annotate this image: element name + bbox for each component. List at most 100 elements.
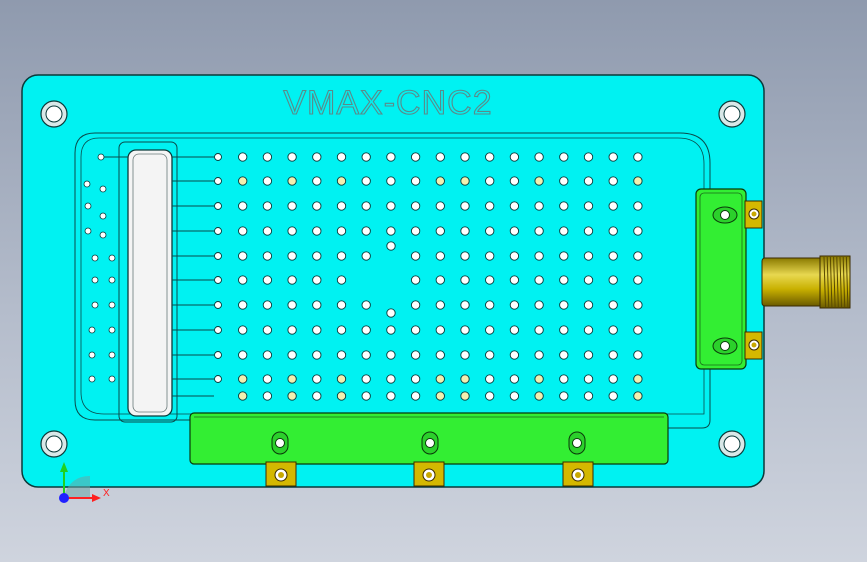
vacuum-hole xyxy=(460,201,470,211)
vacuum-hole xyxy=(287,374,297,384)
vacuum-hole xyxy=(460,176,470,186)
brass-fitting-icon[interactable] xyxy=(562,461,594,487)
vacuum-hole xyxy=(361,226,371,236)
vacuum-hole xyxy=(361,374,371,384)
threaded-connector-icon[interactable] xyxy=(761,255,851,309)
vacuum-hole xyxy=(559,226,569,236)
vacuum-hole xyxy=(214,153,222,161)
vacuum-hole xyxy=(509,374,520,384)
vacuum-hole xyxy=(312,325,322,335)
manifold-block xyxy=(118,141,178,423)
vacuum-hole xyxy=(608,391,618,401)
thread-line xyxy=(845,256,849,308)
vacuum-hole xyxy=(262,226,273,236)
vacuum-hole xyxy=(633,275,643,285)
edge-hole xyxy=(88,326,96,334)
vacuum-hole xyxy=(361,350,371,360)
vacuum-hole xyxy=(287,391,297,401)
vacuum-hole xyxy=(559,300,569,310)
vacuum-hole xyxy=(559,391,569,401)
vacuum-hole xyxy=(214,202,222,210)
vacuum-hole xyxy=(262,391,273,401)
vacuum-hole xyxy=(336,325,347,335)
vacuum-hole xyxy=(386,308,396,318)
clamp-bolt-icon[interactable] xyxy=(421,431,439,455)
coordinate-triad[interactable]: X Y xyxy=(59,453,110,503)
vacuum-hole xyxy=(361,201,371,211)
vacuum-hole xyxy=(262,374,273,384)
vacuum-hole xyxy=(386,241,396,251)
vacuum-hole xyxy=(435,176,445,186)
clamp-bolt-icon[interactable] xyxy=(568,431,586,455)
vacuum-hole xyxy=(238,300,248,310)
vacuum-hole xyxy=(336,350,347,360)
x-axis-arrowhead xyxy=(92,494,101,502)
vacuum-hole xyxy=(633,391,643,401)
vacuum-hole xyxy=(410,374,421,384)
right-clamp-bar[interactable] xyxy=(695,188,747,370)
thread-line xyxy=(836,256,839,308)
vacuum-hole xyxy=(238,374,248,384)
vacuum-hole xyxy=(559,350,569,360)
vacuum-hole xyxy=(485,391,495,401)
counterbore-hole-icon[interactable] xyxy=(40,100,68,128)
vacuum-hole xyxy=(386,201,396,211)
brass-fitting-icon[interactable] xyxy=(265,461,297,487)
vacuum-hole xyxy=(287,201,297,211)
clamp-bolt-icon[interactable] xyxy=(712,337,738,355)
thread-line xyxy=(823,256,826,308)
counterbore-hole-icon[interactable] xyxy=(718,430,746,458)
vacuum-hole xyxy=(534,325,544,335)
vacuum-hole xyxy=(238,251,248,261)
vacuum-hole xyxy=(386,152,396,162)
vacuum-hole xyxy=(287,275,297,285)
counterbore-hole-icon[interactable] xyxy=(40,430,68,458)
brass-fitting-icon[interactable] xyxy=(744,331,763,360)
vacuum-hole xyxy=(336,374,347,384)
brass-fitting-icon[interactable] xyxy=(413,461,445,487)
vacuum-hole xyxy=(312,300,322,310)
vacuum-hole xyxy=(386,176,396,186)
vacuum-hole xyxy=(410,176,421,186)
edge-hole xyxy=(88,351,96,359)
vacuum-hole xyxy=(583,176,594,186)
clamp-bolt-icon[interactable] xyxy=(712,206,738,224)
vacuum-hole xyxy=(559,176,569,186)
vacuum-hole-grid xyxy=(214,152,643,401)
edge-hole xyxy=(108,375,116,383)
vacuum-hole xyxy=(608,350,618,360)
vacuum-hole xyxy=(214,326,222,334)
vacuum-hole xyxy=(361,176,371,186)
vacuum-hole xyxy=(485,275,495,285)
vacuum-hole xyxy=(608,275,618,285)
vacuum-hole xyxy=(485,152,495,162)
edge-hole xyxy=(91,254,99,262)
vacuum-hole xyxy=(287,251,297,261)
vacuum-hole xyxy=(608,152,618,162)
vacuum-hole xyxy=(460,325,470,335)
edge-hole xyxy=(108,326,116,334)
vacuum-hole xyxy=(386,350,396,360)
vacuum-hole xyxy=(336,391,347,401)
vacuum-hole xyxy=(608,226,618,236)
vacuum-hole xyxy=(559,275,569,285)
vacuum-hole xyxy=(608,251,618,261)
vacuum-hole xyxy=(262,201,273,211)
vacuum-hole xyxy=(312,201,322,211)
brass-fitting-icon[interactable] xyxy=(744,200,763,229)
clamp-bolt-icon[interactable] xyxy=(271,431,289,455)
vacuum-hole xyxy=(583,275,594,285)
vacuum-hole xyxy=(534,226,544,236)
vacuum-hole xyxy=(312,226,322,236)
vacuum-hole xyxy=(460,391,470,401)
vacuum-hole xyxy=(214,351,222,359)
vacuum-hole xyxy=(534,176,544,186)
counterbore-hole-icon[interactable] xyxy=(718,100,746,128)
vacuum-hole xyxy=(460,226,470,236)
vacuum-hole xyxy=(287,300,297,310)
thread-line xyxy=(842,256,846,308)
vacuum-hole xyxy=(559,201,569,211)
vacuum-hole xyxy=(214,252,222,260)
